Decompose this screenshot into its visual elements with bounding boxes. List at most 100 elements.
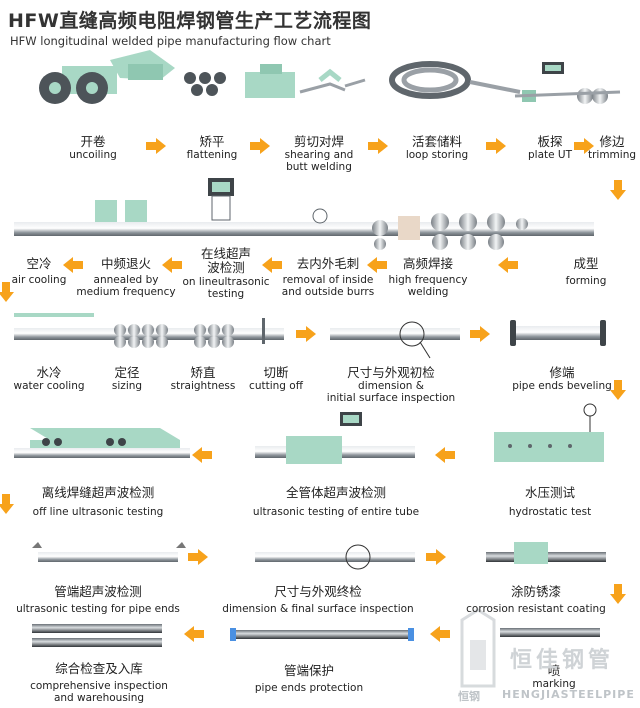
step-offline-ut: 离线焊缝超声波检测 off line ultrasonic testing: [8, 485, 188, 519]
forming-welding-line: [14, 178, 594, 250]
step-cn: 水压测试: [524, 485, 575, 500]
step-hf-welding: 高频焊接 high frequency welding: [378, 256, 478, 299]
step-en: off line ultrasonic testing: [32, 506, 164, 519]
final-inspection-pipe: [255, 544, 415, 570]
step-en: comprehensive inspection and warehousing: [30, 680, 168, 705]
step-cn: 开卷: [80, 134, 106, 149]
step-en: annealed by medium frequency: [76, 274, 176, 299]
coating-station: [486, 542, 606, 564]
step-en: flattening: [186, 149, 238, 162]
step-flattening: 矫平 flattening: [172, 134, 252, 162]
watermark-brand-en: HENGJIASTEELPIPE: [502, 688, 635, 701]
step-cn: 在线超声 波检测: [200, 246, 251, 276]
step-en: cutting off: [249, 380, 303, 393]
step-en: sizing: [111, 380, 143, 393]
flattening-machine: [110, 50, 226, 96]
step-cn: 管端超声波检测: [54, 584, 142, 599]
step-uncoiling: 开卷 uncoiling: [48, 134, 138, 162]
step-cn: 修端: [549, 365, 575, 380]
hydrostatic-test-bench: [494, 403, 604, 462]
loop-storing-accumulator: [389, 61, 521, 99]
step-ends-protection: 管端保护 pipe ends protection: [234, 663, 384, 695]
step-forming: 成型 forming: [556, 256, 616, 288]
step-sizing: 定径 sizing: [102, 365, 152, 393]
step-en: forming: [565, 275, 607, 288]
step-en: loop storing: [405, 149, 469, 162]
page-title: HFW直缝高频电阻焊钢管生产工艺流程图: [8, 10, 372, 32]
step-loop-storing: 活套储料 loop storing: [392, 134, 482, 162]
step-trimming: 修边 trimming: [584, 134, 640, 162]
step-en: trimming: [587, 149, 637, 162]
step-final-inspection: 尺寸与外观终检 dimension & final surface inspec…: [210, 584, 426, 616]
plate-ut-station: [514, 62, 621, 104]
step-en: uncoiling: [69, 149, 117, 162]
watermark-brand: 恒佳钢管: [510, 648, 615, 673]
step-cn: 剪切对焊: [293, 134, 344, 149]
shearing-welding-machine: [245, 64, 366, 98]
step-en: water cooling: [13, 380, 85, 393]
step-en: air cooling: [11, 274, 67, 287]
step-en: dimension & initial surface inspection: [326, 380, 456, 405]
step-en: ultrasonic testing for pipe ends: [16, 603, 180, 616]
step-cutting-off: 切断 cutting off: [244, 365, 308, 393]
step-annealing: 中频退火 annealed by medium frequency: [66, 256, 186, 299]
step-cn: 中频退火: [100, 256, 151, 271]
cooling-sizing-line: [14, 313, 284, 348]
step-en: corrosion resistant coating: [466, 603, 606, 616]
step-cn: 板探: [537, 134, 563, 149]
step-en: pipe ends protection: [254, 682, 364, 695]
uncoiling-machine: [39, 66, 117, 104]
step-en: ultrasonic testing of entire tube: [252, 506, 420, 519]
step-cn: 修边: [599, 134, 625, 149]
step-en: shearing and butt welding: [284, 149, 354, 174]
initial-inspection-pipe: [330, 321, 460, 359]
step-beveling: 修端 pipe ends beveling: [500, 365, 624, 393]
step-coating: 涂防锈漆 corrosion resistant coating: [452, 584, 620, 616]
step-straightening: 矫直 straightness: [160, 365, 246, 393]
hengjia-logo: [460, 608, 496, 688]
step-initial-inspection: 尺寸与外观初检 dimension & initial surface insp…: [316, 365, 466, 405]
step-water-cooling: 水冷 water cooling: [4, 365, 94, 393]
end-protected-pipe: [230, 628, 414, 641]
full-body-ut-station: [255, 412, 415, 464]
pipe-ends-ut-pipe: [32, 542, 186, 562]
step-full-body-ut: 全管体超声波检测 ultrasonic testing of entire tu…: [226, 485, 446, 519]
step-en: high frequency welding: [388, 274, 468, 299]
step-cn: 去内外毛刺: [296, 256, 360, 271]
step-cn: 全管体超声波检测: [285, 485, 386, 500]
step-cn: 矫平: [199, 134, 225, 149]
step-shearing-welding: 剪切对焊 shearing and butt welding: [274, 134, 364, 174]
step-pipe-ends-ut: 管端超声波检测 ultrasonic testing for pipe ends: [8, 584, 188, 616]
step-hydrostatic: 水压测试 hydrostatic test: [490, 485, 610, 519]
step-en: hydrostatic test: [508, 506, 592, 519]
step-cn: 空冷: [26, 256, 52, 271]
step-cn: 尺寸与外观初检: [347, 365, 435, 380]
step-en: on lineultrasonic testing: [182, 275, 270, 300]
beveled-pipe: [510, 320, 606, 346]
step-cn: 定径: [114, 365, 140, 380]
step-warehousing: 综合检查及入库 comprehensive inspection and war…: [14, 661, 184, 705]
step-cn: 成型: [573, 256, 599, 271]
marked-pipe: [500, 628, 600, 637]
offline-ut-station: [14, 428, 190, 458]
step-cn: 喷: [547, 663, 561, 678]
step-online-ut: 在线超声 波检测 on lineultrasonic testing: [174, 246, 278, 300]
step-cn: 高频焊接: [402, 256, 453, 271]
step-burr-removal: 去内外毛刺 removal of inside and outside burr…: [272, 256, 384, 299]
step-en: dimension & final surface inspection: [222, 603, 414, 616]
step-cn: 综合检查及入库: [55, 661, 143, 676]
step-cn: 尺寸与外观终检: [274, 584, 362, 599]
watermark-logo-text: 恒钢: [458, 690, 480, 703]
step-en: straightness: [170, 380, 236, 393]
step-cn: 涂防锈漆: [510, 584, 561, 599]
step-cn: 活套储料: [411, 134, 462, 149]
step-cn: 管端保护: [283, 663, 334, 678]
step-cn: 切断: [263, 365, 289, 380]
step-en: pipe ends beveling: [512, 380, 612, 393]
step-cn: 矫直: [190, 365, 216, 380]
step-marking: 喷 marking: [522, 663, 586, 691]
step-cn: 水冷: [36, 365, 62, 380]
step-en: plate UT: [527, 149, 573, 162]
step-en: marking: [532, 678, 576, 691]
